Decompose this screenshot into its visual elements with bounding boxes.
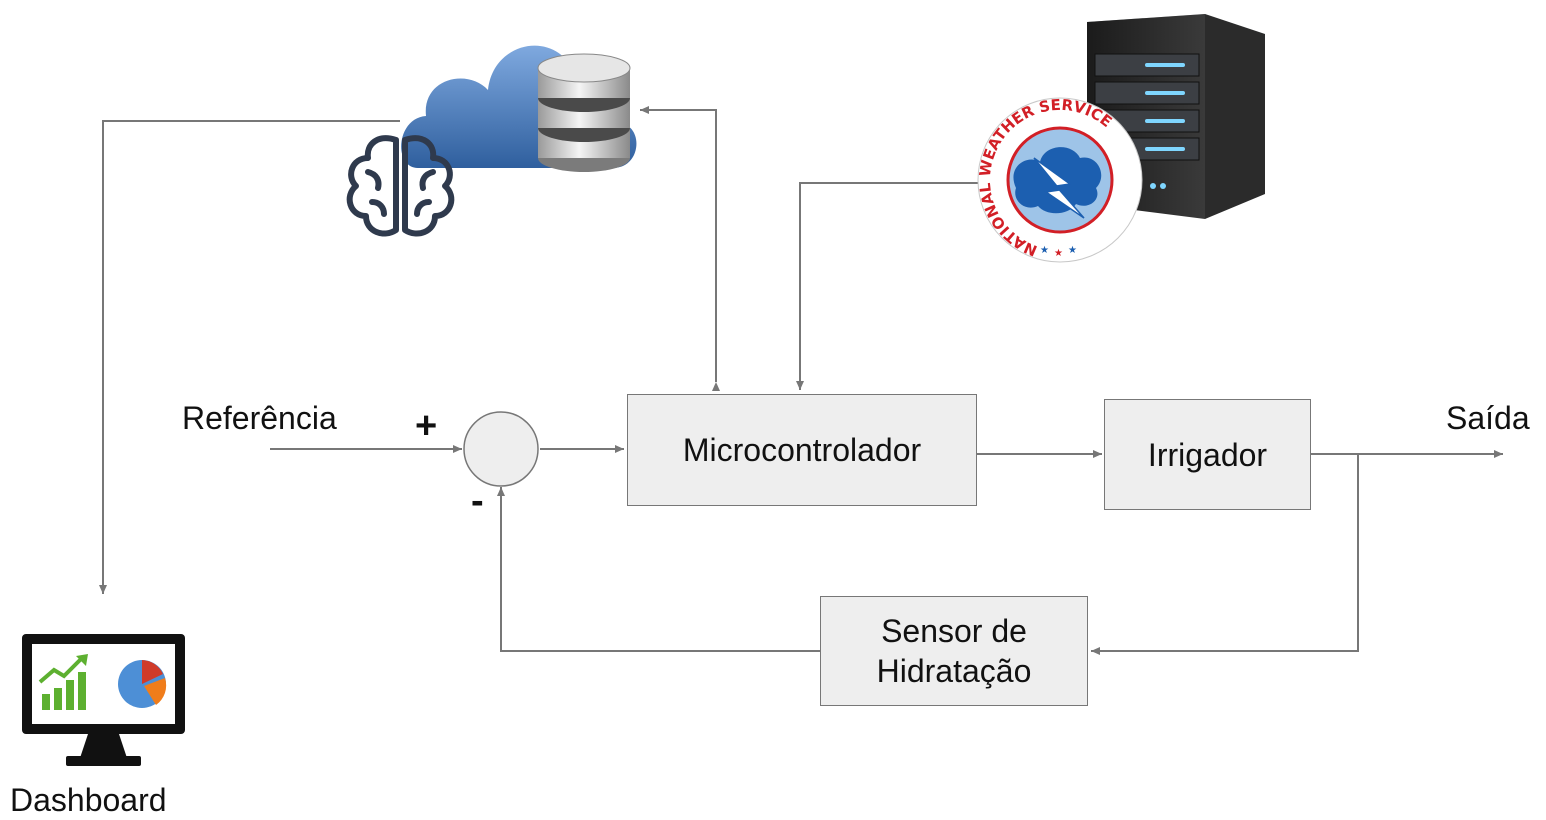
microcontroller-block: Microcontrolador (627, 394, 977, 506)
microcontroller-label: Microcontrolador (682, 432, 922, 468)
cloud-microcontroller-line (640, 106, 720, 391)
weather-to-microcontroller-line (796, 182, 980, 390)
reference-label: Referência (182, 400, 337, 436)
dashboard-label: Dashboard (10, 782, 167, 818)
feedback-to-sensor-line (1091, 454, 1359, 655)
svg-text:★: ★ (1040, 245, 1049, 256)
irrigator-label: Irrigador (1147, 436, 1268, 473)
cloud-database-icon (401, 45, 637, 172)
output-label: Saída (1446, 400, 1530, 436)
sensor-label-line2: Hidratação (876, 653, 1032, 689)
summing-junction (463, 411, 539, 487)
svg-text:★: ★ (1054, 248, 1063, 259)
sensor-to-sum-line (497, 487, 820, 652)
hydration-sensor-block: Sensor de Hidratação (820, 596, 1088, 706)
minus-sign: - (471, 480, 484, 522)
dashboard-monitor-icon (22, 634, 185, 766)
irrigator-block: Irrigador (1104, 399, 1311, 510)
plus-sign: + (415, 405, 438, 447)
brain-icon (346, 135, 455, 237)
sensor-label-line1: Sensor de (881, 613, 1027, 649)
cloud-to-dashboard-line (99, 120, 400, 594)
svg-text:★: ★ (1068, 245, 1077, 256)
national-weather-service-logo: NATIONAL WEATHER SERVICE ★★★ (976, 96, 1143, 263)
